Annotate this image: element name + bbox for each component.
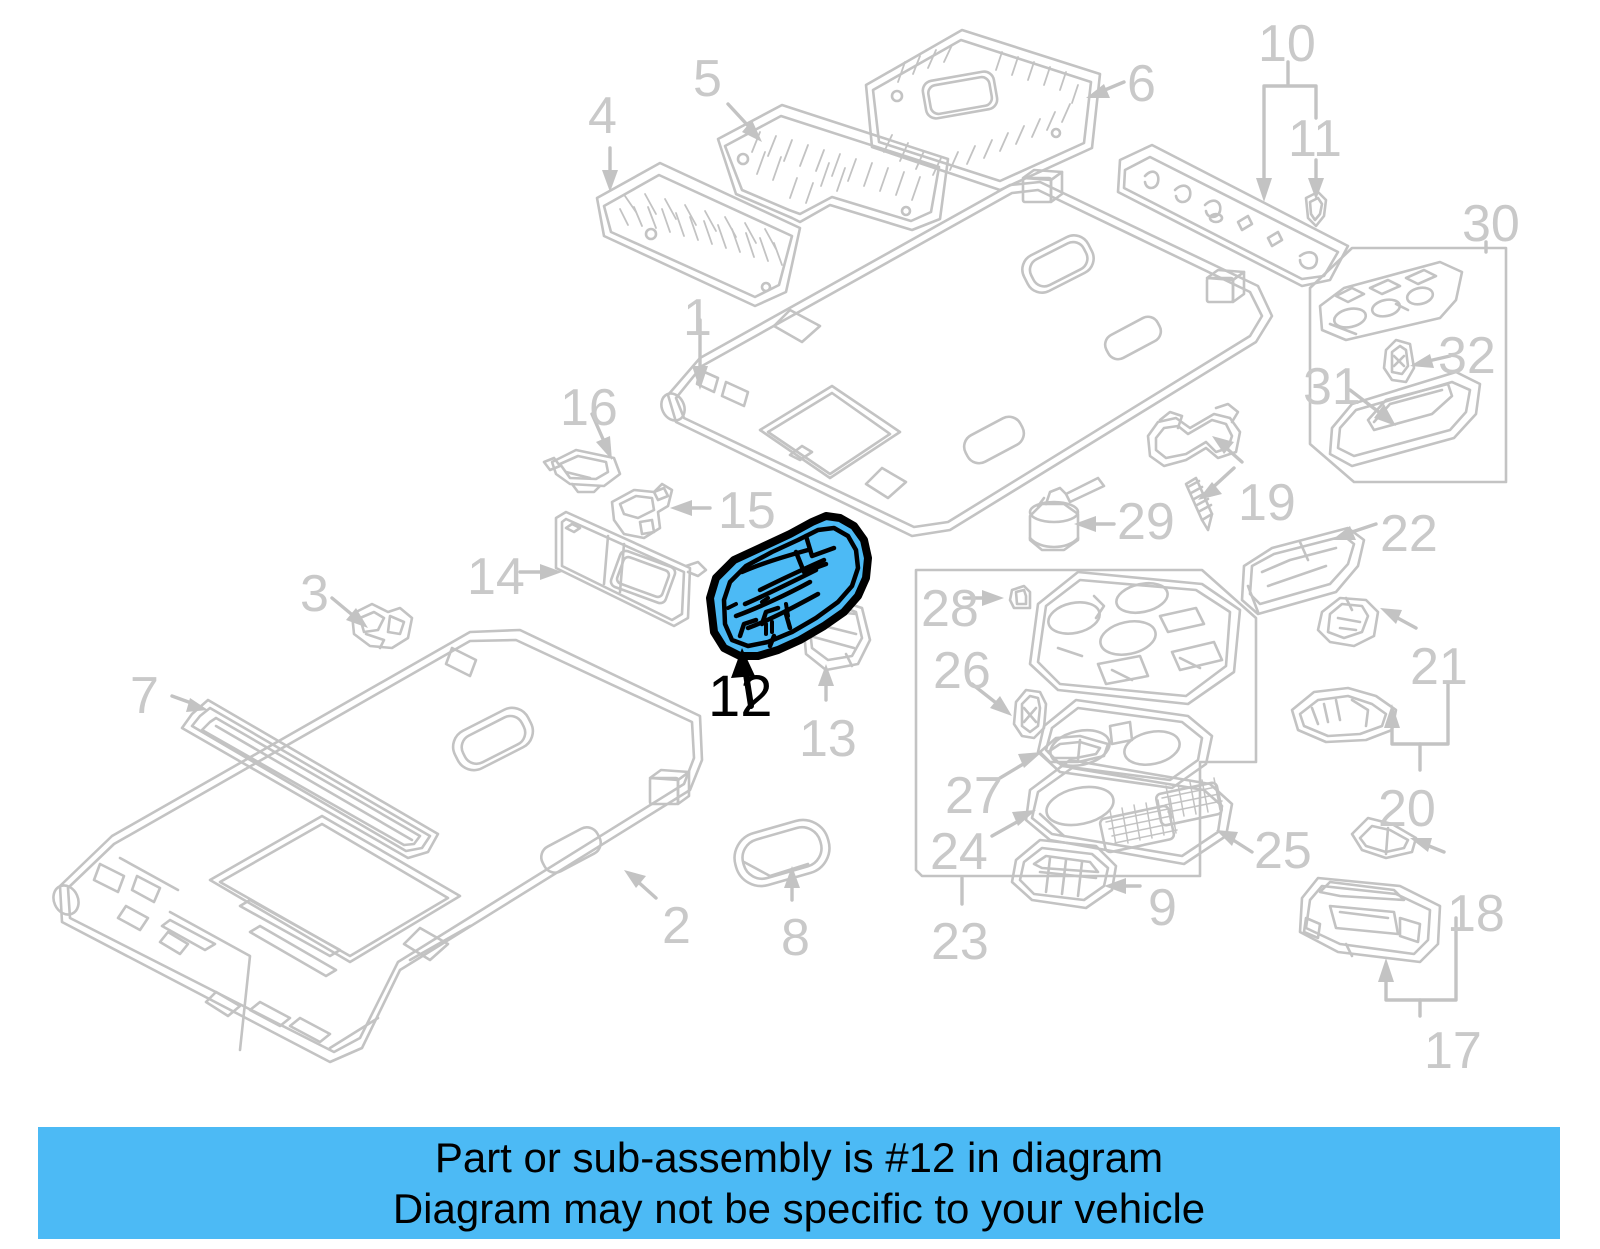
microphone-housing-shape <box>1028 476 1106 552</box>
callout-label-5[interactable]: 5 <box>693 50 722 108</box>
sunroof-trim-panel-shape <box>180 698 440 860</box>
vanity-mirror-cover-shape <box>1328 370 1482 468</box>
callout-label-26[interactable]: 26 <box>933 642 991 700</box>
mounting-bracket-lower-shape <box>1290 686 1398 744</box>
callout-label-16[interactable]: 16 <box>560 379 618 437</box>
bulb-shape-20 <box>1350 816 1418 860</box>
insulator-pad-rear-shape <box>595 161 802 308</box>
callout-label-25[interactable]: 25 <box>1254 822 1312 880</box>
sun-visor-shape <box>554 510 708 628</box>
callout-label-29[interactable]: 29 <box>1117 493 1175 551</box>
callout-label-14[interactable]: 14 <box>467 548 525 606</box>
mounting-bracket-upper-shape <box>1316 596 1380 648</box>
visor-support-bracket-shape <box>610 482 674 540</box>
callout-label-21[interactable]: 21 <box>1410 638 1468 696</box>
callout-label-13[interactable]: 13 <box>799 710 857 768</box>
retainer-clip-shape <box>350 602 414 650</box>
callout-label-27[interactable]: 27 <box>945 767 1003 825</box>
part-notice-banner: Part or sub-assembly is #12 in diagram D… <box>38 1127 1560 1239</box>
callout-label-10[interactable]: 10 <box>1258 15 1316 73</box>
insulator-pad-center-shape <box>716 103 950 232</box>
retaining-tab-shape <box>1008 584 1032 610</box>
callout-label-31[interactable]: 31 <box>1303 358 1361 416</box>
lens-cover-shape <box>1010 838 1118 910</box>
notice-line-secondary: Diagram may not be specific to your vehi… <box>392 1185 1206 1232</box>
notice-line-primary: Part or sub-assembly is #12 in diagram <box>434 1133 1164 1181</box>
callout-label-3[interactable]: 3 <box>300 565 329 623</box>
callout-label-17[interactable]: 17 <box>1424 1022 1482 1080</box>
trim-cover-shape <box>1240 526 1366 616</box>
callout-label-30[interactable]: 30 <box>1462 195 1520 253</box>
callout-label-23[interactable]: 23 <box>931 913 989 971</box>
callout-label-18[interactable]: 18 <box>1447 885 1505 943</box>
callout-label-8[interactable]: 8 <box>781 909 810 967</box>
switch-cap-shape <box>1012 688 1048 740</box>
assist-grip-screw-shape <box>1184 476 1214 532</box>
vanity-lamp-lens-shape <box>1382 338 1416 384</box>
map-lamp-bulb-shape <box>1038 734 1110 764</box>
callout-label-19[interactable]: 19 <box>1238 474 1296 532</box>
callout-label-9[interactable]: 9 <box>1148 879 1177 937</box>
callout-label-4[interactable]: 4 <box>588 87 617 145</box>
callout-label-15[interactable]: 15 <box>718 482 776 540</box>
lamp-assembly-shape <box>1298 876 1442 964</box>
insulator-pad-front-shape <box>864 28 1102 192</box>
callout-label-28[interactable]: 28 <box>921 580 979 638</box>
callout-label-2[interactable]: 2 <box>662 897 691 955</box>
callout-label-22[interactable]: 22 <box>1380 505 1438 563</box>
vanity-subassembly-box <box>1308 246 1508 484</box>
callout-label-20[interactable]: 20 <box>1378 780 1436 838</box>
callout-label-6[interactable]: 6 <box>1127 55 1156 113</box>
visor-clip-shape <box>542 448 622 494</box>
console-upper-housing-shape <box>1028 570 1242 706</box>
assist-grip-shape <box>1146 402 1242 468</box>
callout-label-11[interactable]: 11 <box>1288 110 1342 168</box>
grommet-oval-shape <box>733 818 831 888</box>
callout-label-1[interactable]: 1 <box>683 289 712 347</box>
highlighted-part-12 <box>706 512 872 709</box>
callout-label-32[interactable]: 32 <box>1438 327 1496 385</box>
callout-label-24[interactable]: 24 <box>930 823 988 881</box>
console-subassembly-box <box>914 568 1258 878</box>
callout-label-7[interactable]: 7 <box>130 667 159 725</box>
callout-label-12[interactable]: 12 <box>708 664 773 729</box>
headliner-body-shape <box>52 168 1274 1064</box>
vanity-mirror-housing-shape <box>1318 260 1464 342</box>
